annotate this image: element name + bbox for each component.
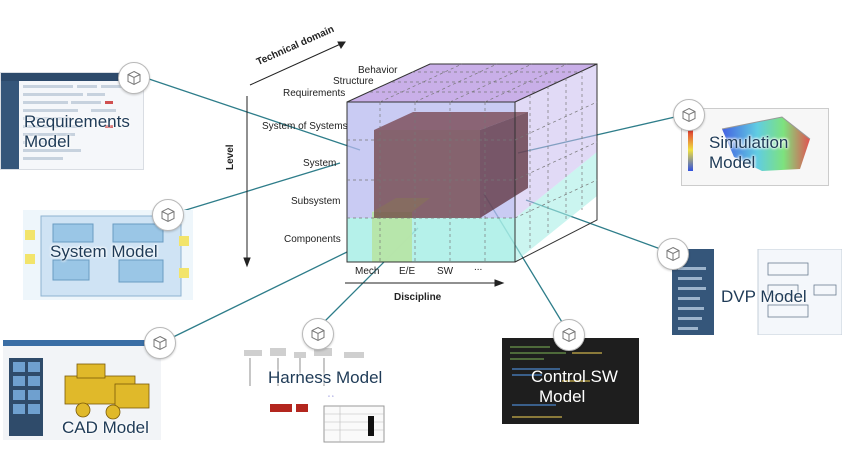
svg-text:◦ ◦: ◦ ◦ [328, 394, 334, 400]
level-system: System [303, 158, 337, 169]
level-axis-label: Level [225, 144, 236, 170]
connector-cad [162, 251, 348, 343]
dvp-cube-icon[interactable] [657, 238, 689, 270]
requirements-cube-icon[interactable] [118, 62, 150, 94]
connector-system [175, 162, 341, 214]
simulation-cube-icon[interactable] [673, 99, 705, 131]
discipline-axis-label: Discipline [394, 292, 442, 303]
cad-model-label: CAD Model [62, 418, 149, 437]
cad-cube-icon[interactable] [144, 327, 176, 359]
harness-model-thumbnail: ◦ ◦ [240, 346, 390, 444]
connector-requirements [145, 77, 361, 151]
dvp-model-label: DVP Model [721, 287, 807, 306]
level-components: Components [284, 234, 341, 245]
harness-model-label: Harness Model [268, 368, 383, 387]
cad-model-thumbnail [3, 340, 161, 440]
system-model-label: System Model [50, 242, 158, 261]
domain-structure: Structure [333, 76, 374, 87]
requirements-model-thumbnail [0, 72, 144, 170]
simulation-model-thumbnail [681, 108, 829, 186]
dvp-model-thumbnail [672, 249, 842, 335]
discipline-mech: Mech [355, 266, 380, 277]
inner-block-front [374, 130, 480, 218]
system-cube-icon[interactable] [152, 199, 184, 231]
level-system-of-systems: System of Systems [262, 121, 348, 132]
mech-block [372, 212, 412, 262]
level-subsystem: Subsystem [291, 196, 341, 207]
control-sw-model-thumbnail [502, 338, 639, 424]
discipline-ee: E/E [399, 266, 416, 277]
domain-requirements: Requirements [283, 88, 346, 99]
control-sw-cube-icon[interactable] [553, 319, 585, 351]
harness-cube-icon[interactable] [302, 318, 334, 350]
discipline-sw: SW [437, 266, 454, 277]
domain-behavior: Behavior [358, 65, 398, 76]
discipline-more: ... [474, 262, 483, 273]
